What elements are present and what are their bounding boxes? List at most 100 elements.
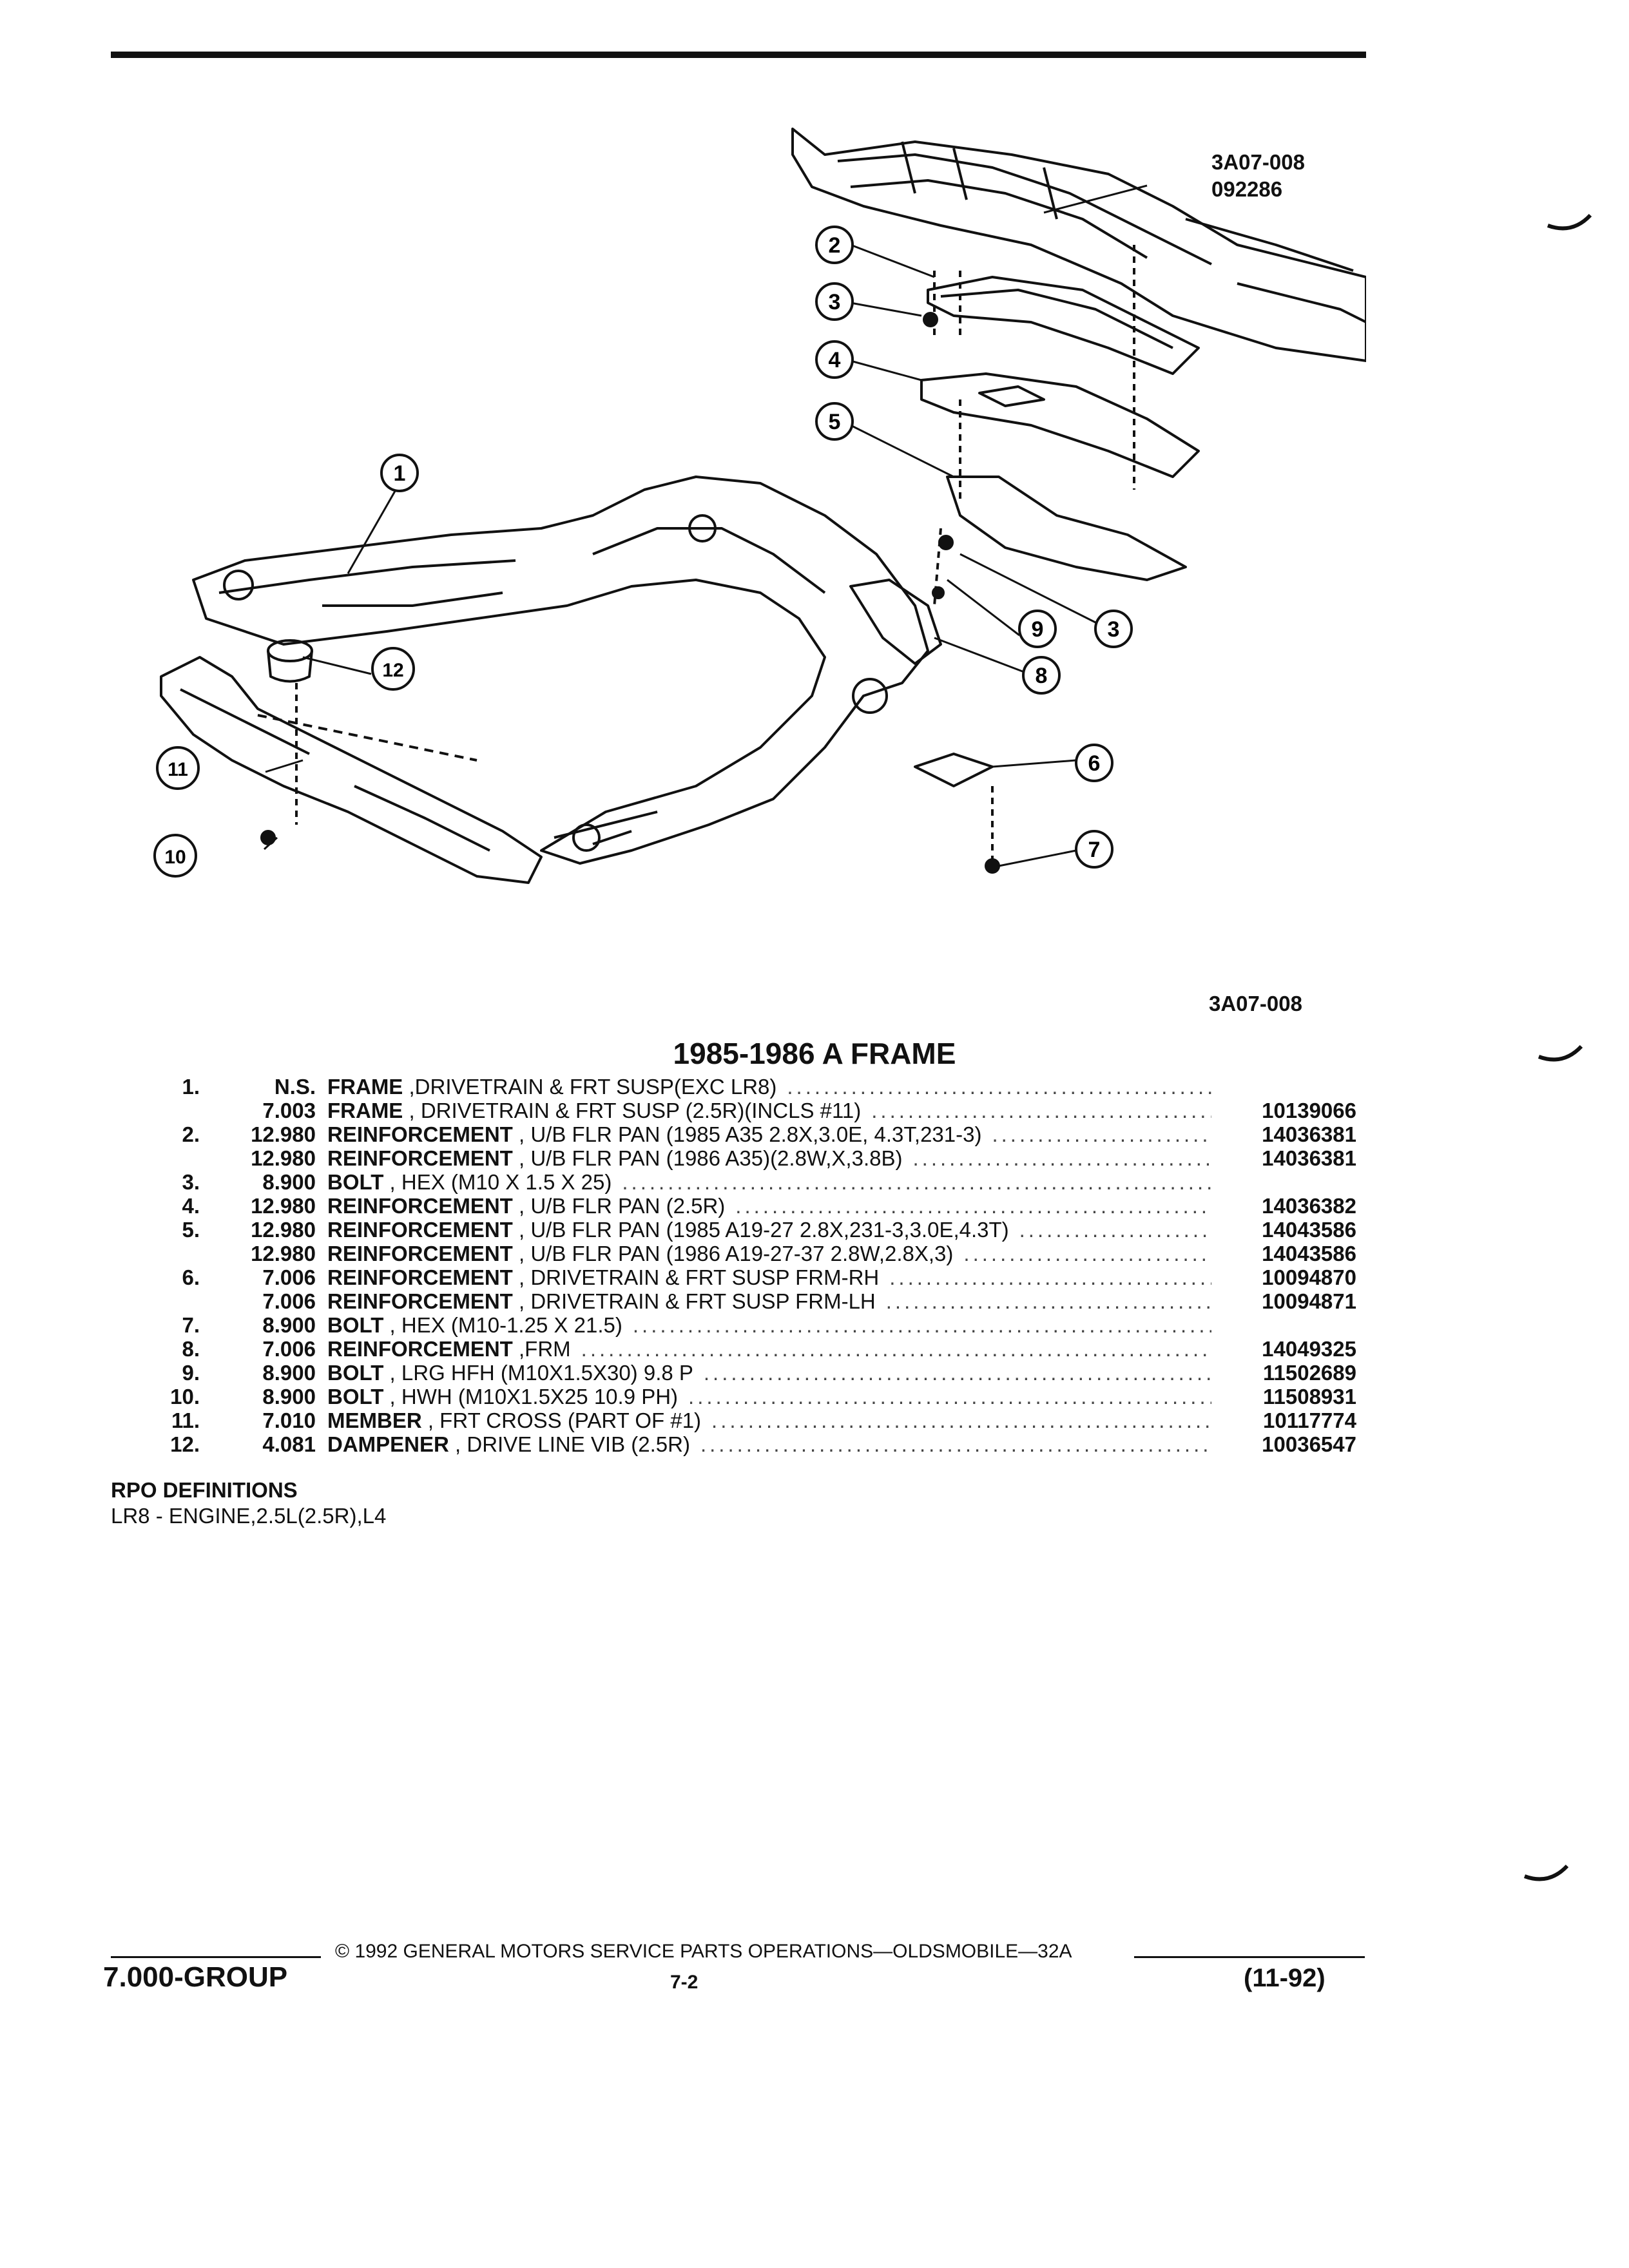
item-number: 10. (170, 1385, 200, 1408)
dot-leader: ........................................… (700, 1432, 1211, 1456)
leader-lines (263, 184, 1148, 867)
part-detail: , DRIVETRAIN & FRT SUSP (2.5R)(INCLS #11… (403, 1099, 862, 1122)
parts-row: 9. 8.900.................................… (0, 1361, 1629, 1385)
part-number: 14036381 (1262, 1122, 1356, 1146)
footer-page-number: 7-2 (670, 1972, 699, 1993)
part-detail: , FRT CROSS (PART OF #1) (421, 1408, 702, 1432)
part-name: REINFORCEMENT (327, 1265, 513, 1289)
part-description: REINFORCEMENT , U/B FLR PAN (1986 A19-27… (327, 1242, 953, 1265)
callout-3b: 3 (1094, 610, 1133, 648)
svg-text:8: 8 (1036, 664, 1048, 688)
part-name: BOLT (327, 1385, 384, 1408)
part-description: REINFORCEMENT , DRIVETRAIN & FRT SUSP FR… (327, 1265, 879, 1289)
parts-row: 12.980..................................… (0, 1146, 1629, 1170)
part-number: 14036382 (1262, 1194, 1356, 1218)
parts-row: 7.003...................................… (0, 1099, 1629, 1122)
group-code: 4.081 (262, 1432, 316, 1456)
part-name: REINFORCEMENT (327, 1146, 513, 1170)
scan-mark (1547, 213, 1592, 231)
group-code: 12.980 (251, 1146, 316, 1170)
part-name: BOLT (327, 1313, 384, 1337)
scan-mark (1537, 1044, 1583, 1062)
part-detail: , DRIVE LINE VIB (2.5R) (448, 1432, 690, 1456)
part-detail: ,FRM (512, 1337, 571, 1361)
item-number: 11. (171, 1408, 200, 1432)
dot-leader: ........................................… (632, 1313, 1211, 1337)
dot-leader: ........................................… (711, 1408, 1211, 1432)
dot-leader: ........................................… (992, 1122, 1211, 1146)
part-description: FRAME ,DRIVETRAIN & FRT SUSP(EXC LR8) (327, 1075, 776, 1099)
part-name: REINFORCEMENT (327, 1122, 513, 1146)
parts-row: 7.006...................................… (0, 1289, 1629, 1313)
svg-text:12: 12 (382, 660, 403, 681)
group-code: 12.980 (251, 1194, 316, 1218)
part-description: BOLT , HWH (M10X1.5X25 10.9 PH) (327, 1385, 678, 1408)
part-detail: , U/B FLR PAN (1986 A19-27-37 2.8W,2.8X,… (512, 1242, 954, 1265)
parts-row: 11.7.010................................… (0, 1408, 1629, 1432)
item-number: 8. (182, 1337, 200, 1361)
footer-date: (11-92) (1244, 1964, 1325, 1992)
part-description: REINFORCEMENT , U/B FLR PAN (1985 A19-27… (327, 1218, 1009, 1242)
dot-leader: ........................................… (703, 1361, 1211, 1385)
item-number: 3. (182, 1170, 200, 1194)
callout-1: 1 (380, 454, 419, 492)
part-number: 10036547 (1262, 1432, 1356, 1456)
group-code: 8.900 (262, 1170, 316, 1194)
parts-row: 7.8.900.................................… (0, 1313, 1629, 1337)
part-description: REINFORCEMENT , DRIVETRAIN & FRT SUSP FR… (327, 1289, 876, 1313)
part-description: REINFORCEMENT , U/B FLR PAN (1985 A35 2.… (327, 1122, 981, 1146)
item-number: 7. (182, 1313, 200, 1337)
callout-7: 7 (1075, 830, 1113, 869)
svg-text:10: 10 (164, 847, 186, 868)
item-number: 12. (170, 1432, 200, 1456)
callout-5: 5 (815, 402, 854, 441)
parts-row: 12. 4.081................................… (0, 1432, 1629, 1456)
svg-text:3: 3 (1108, 617, 1120, 642)
bolt-markers (257, 245, 1135, 874)
frame-exploded-diagram: 1 2 3 4 5 3 6 7 8 9 10 11 12 (153, 128, 1366, 884)
svg-text:5: 5 (829, 410, 841, 434)
part-detail: , HEX (M10-1.25 X 21.5) (383, 1313, 622, 1337)
part-number: 14049325 (1262, 1337, 1356, 1361)
item-number: 9. (182, 1361, 200, 1385)
part-description: REINFORCEMENT ,FRM (327, 1337, 571, 1361)
parts-row: 2.12.980................................… (0, 1122, 1629, 1146)
callout-11: 11 (156, 746, 200, 790)
part-detail: , HWH (M10X1.5X25 10.9 PH) (383, 1385, 679, 1408)
dot-leader: ........................................… (885, 1289, 1211, 1313)
part-number: 11508931 (1262, 1385, 1356, 1408)
group-code: 8.900 (262, 1385, 316, 1408)
parts-row: 10.8.900................................… (0, 1385, 1629, 1408)
part-number: 10094871 (1262, 1289, 1356, 1313)
footer-group: 7.000-GROUP (103, 1961, 288, 1993)
parts-row: 1.N.S...................................… (0, 1075, 1629, 1099)
group-code: 8.900 (262, 1361, 316, 1385)
part-description: BOLT , LRG HFH (M10X1.5X30) 9.8 P (327, 1361, 693, 1385)
group-code: 7.003 (262, 1099, 316, 1122)
part-number: 10094870 (1262, 1265, 1356, 1289)
group-code: 12.980 (251, 1122, 316, 1146)
dot-leader: ........................................… (912, 1146, 1211, 1170)
reinforcement-2 (927, 276, 1200, 375)
callout-8: 8 (1022, 656, 1061, 695)
part-name: MEMBER (327, 1408, 422, 1432)
svg-text:9: 9 (1032, 617, 1044, 642)
part-description: FRAME , DRIVETRAIN & FRT SUSP (2.5R)(INC… (327, 1099, 861, 1122)
group-code: 12.980 (251, 1218, 316, 1242)
part-name: REINFORCEMENT (327, 1218, 513, 1242)
part-name: FRAME (327, 1099, 403, 1122)
parts-row: 12.980..................................… (0, 1242, 1629, 1265)
parts-row: 8.7.006.................................… (0, 1337, 1629, 1361)
part-detail: , DRIVETRAIN & FRT SUSP FRM-LH (512, 1289, 876, 1313)
group-code: 7.006 (262, 1265, 316, 1289)
group-code: N.S. (274, 1075, 316, 1099)
front-cross-member-11 (160, 656, 543, 884)
part-description: REINFORCEMENT , U/B FLR PAN (1986 A35)(2… (327, 1146, 902, 1170)
underbody-floor-pan (791, 128, 1366, 362)
item-number: 4. (182, 1194, 200, 1218)
part-name: FRAME (327, 1075, 403, 1099)
dot-leader: ........................................… (1019, 1218, 1211, 1242)
part-detail: , U/B FLR PAN (1986 A35)(2.8W,X,3.8B) (512, 1146, 903, 1170)
part-number: 14043586 (1262, 1218, 1356, 1242)
part-number: 11502689 (1262, 1361, 1356, 1385)
